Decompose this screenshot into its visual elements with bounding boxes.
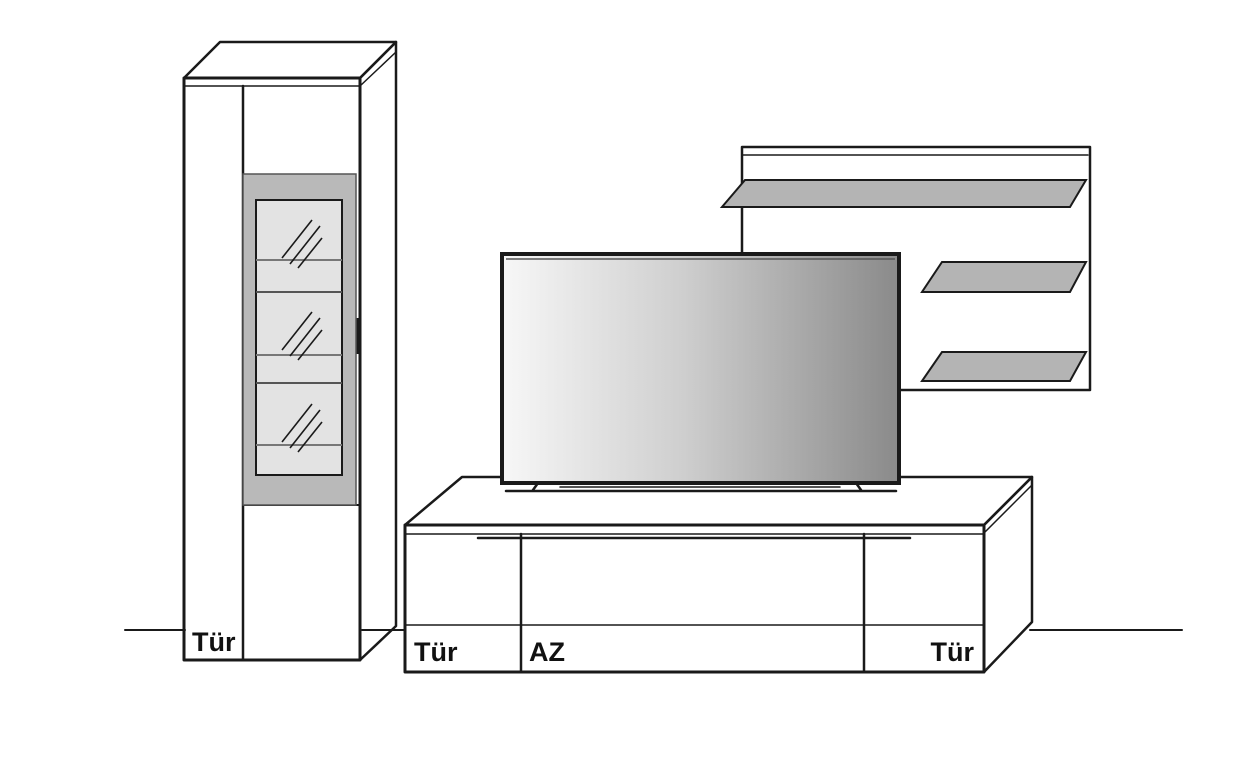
lowboard-left-door-label: Tür	[414, 637, 458, 667]
lowboard-flap-label: AZ	[529, 637, 565, 667]
lowboard: Tür AZ Tür	[403, 475, 1034, 674]
tv-screen	[500, 252, 901, 485]
tall-cabinet-door-label: Tür	[192, 627, 236, 657]
lowboard-front	[403, 523, 986, 674]
lowboard-side	[982, 475, 1034, 674]
tall-cabinet-front	[182, 76, 362, 662]
tv	[500, 252, 901, 493]
wall-shelf-panel	[719, 145, 1092, 392]
shelf-top	[719, 179, 1088, 208]
tv-stand	[504, 481, 898, 493]
glass-vitrine	[242, 173, 357, 506]
shelf-middle	[920, 261, 1088, 293]
lowboard-right-door-label: Tür	[931, 637, 975, 667]
shelf-bottom	[920, 351, 1088, 382]
tall-cabinet: Tür	[182, 40, 398, 662]
tall-cabinet-side	[358, 40, 398, 662]
